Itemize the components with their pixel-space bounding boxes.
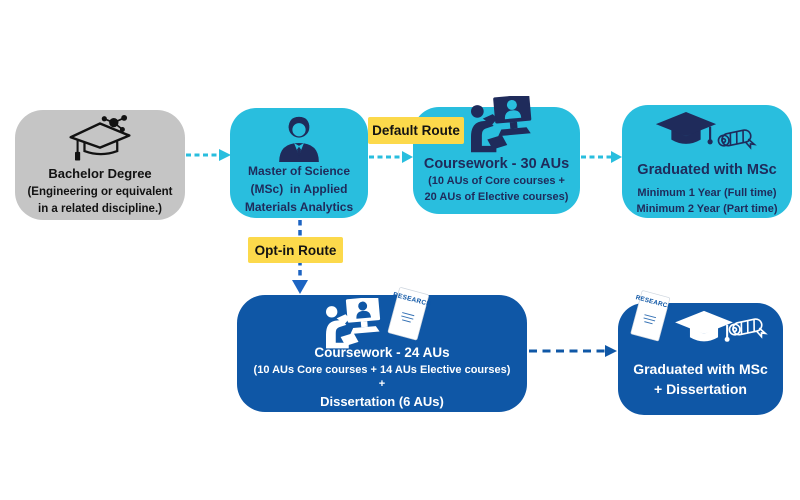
msc-title-line3: Materials Analytics	[244, 200, 354, 214]
graduation-cap-icon	[655, 112, 716, 145]
online-learning-icon	[470, 96, 531, 153]
node-coursework-30: Coursework - 30 AUs (10 AUs of Core cour…	[413, 96, 580, 214]
msc-title-line1: Master of Science	[247, 164, 351, 178]
coursework24-title: Coursework - 24 AUs	[314, 345, 450, 360]
coursework30-subtitle-line1: (10 AUs of Core courses +	[428, 175, 565, 188]
student-person-icon	[279, 116, 319, 162]
graduated-msc-title: Graduated with MSc	[637, 162, 777, 178]
coursework24-plus: +	[378, 378, 386, 391]
label-default-route: Default Route	[368, 117, 464, 144]
coursework30-subtitle-line2: 20 AUs of Elective courses)	[424, 191, 569, 204]
research-paper-icon: RESEARCH	[630, 290, 672, 342]
online-learning-icon	[326, 298, 381, 349]
node-graduated-msc-dissertation: RESEARCH Graduated with M	[618, 290, 783, 415]
graduated-msc-subtitle-line1: Minimum 1 Year (Full time)	[637, 187, 777, 200]
arrow-msc-to-coursework30	[369, 151, 413, 163]
graduated-dissertation-text: Graduated with MSc + Dissertation	[633, 359, 768, 400]
research-paper-icon: RESEARCH	[387, 287, 431, 341]
msc-title-line2: (MSc) in Applied	[250, 182, 348, 196]
node-master-of-science: Master of Science (MSc) in Applied Mater…	[230, 108, 368, 218]
label-opt-in-route: Opt-in Route	[248, 237, 343, 263]
coursework24-dissertation: Dissertation (6 AUs)	[320, 393, 444, 409]
diploma-scroll-icon	[717, 129, 757, 150]
coursework24-text: Coursework - 24 AUs (10 AUs Core courses…	[254, 344, 511, 411]
diploma-scroll-icon	[728, 318, 768, 339]
graduation-cap-molecule-icon	[69, 114, 131, 161]
node-coursework-24-dissertation: RESEARCH Coursework - 24 AUs (10 AUs Cor…	[237, 287, 527, 412]
graduated-icons	[655, 110, 760, 157]
graduation-cap-icon	[675, 310, 733, 342]
arrow-coursework30-to-graduated	[581, 151, 622, 163]
node-bachelor-degree: Bachelor Degree (Engineering or equivale…	[15, 110, 185, 220]
bachelor-title: Bachelor Degree	[48, 166, 152, 181]
bachelor-subtitle-line2: in a related discipline.)	[38, 202, 162, 215]
coursework30-title: Coursework - 30 AUs	[423, 156, 570, 172]
node-graduated-msc: Graduated with MSc Minimum 1 Year (Full …	[622, 105, 792, 218]
graduated-dissertation-line2: + Dissertation	[654, 381, 747, 398]
arrow-bachelor-to-msc	[186, 149, 231, 161]
arrow-coursework24-to-graduated	[529, 345, 617, 357]
bachelor-subtitle-line1: (Engineering or equivalent	[27, 185, 173, 198]
graduated-dissertation-line1: Graduated with MSc	[633, 361, 768, 377]
graduated-msc-subtitle-line2: Minimum 2 Year (Part time)	[636, 203, 778, 216]
coursework24-subtitle: (10 AUs Core courses + 14 AUs Elective c…	[253, 363, 511, 376]
